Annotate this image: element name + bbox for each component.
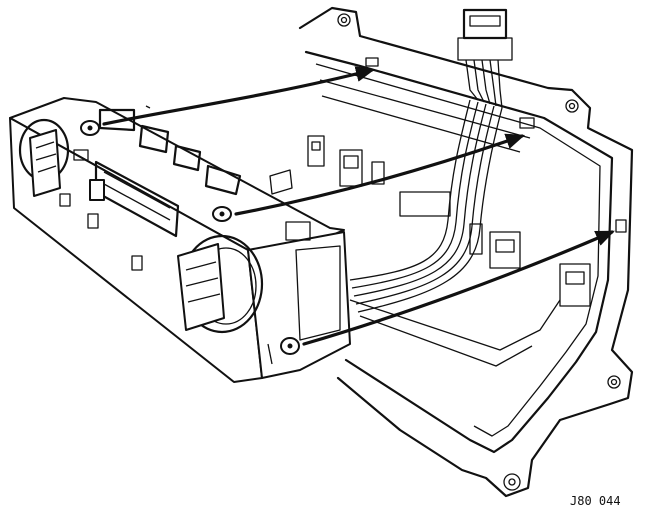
figure-reference-code: J80 044: [570, 494, 621, 508]
assembly-arrows: [102, 66, 615, 346]
arrow-top: [102, 66, 376, 126]
left-rotary-knob: [18, 118, 70, 197]
screw-bottom: [280, 337, 300, 355]
control-panel-unit: [9, 97, 351, 383]
arrow-dash-top: [145, 105, 151, 109]
screw-middle: [212, 206, 232, 222]
arrow-bottom: [302, 230, 615, 346]
mounting-frame: [298, 6, 634, 498]
screw-top-left: [80, 120, 100, 136]
right-rotary-knob: [177, 234, 264, 334]
arrow-middle: [234, 133, 526, 216]
